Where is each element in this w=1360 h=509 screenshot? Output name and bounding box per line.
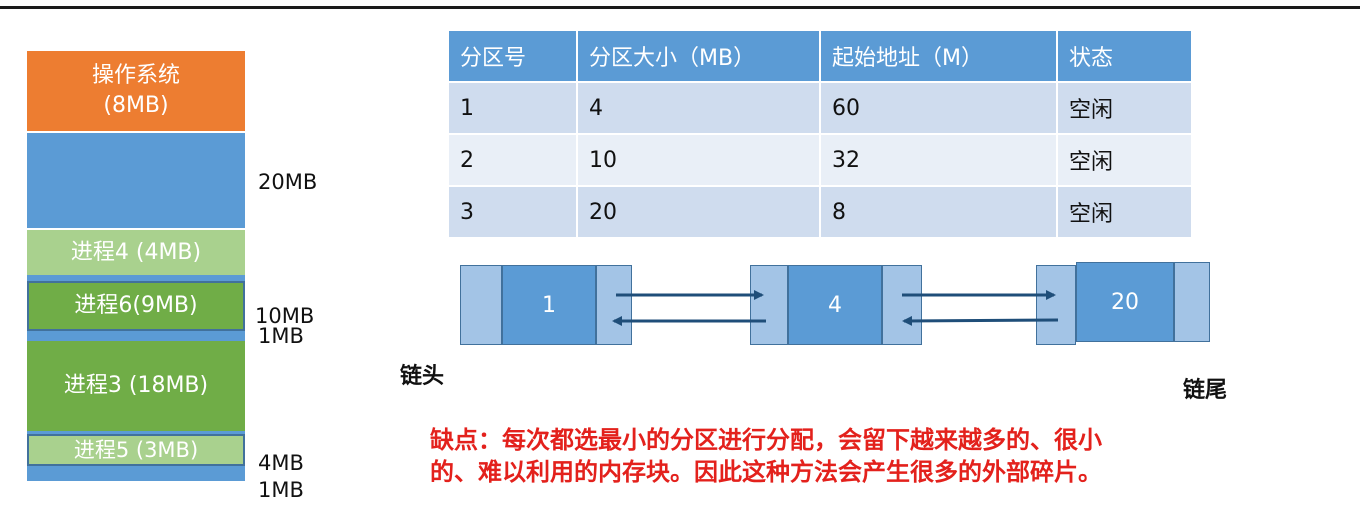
process4-label: 进程4 (4MB) (70, 239, 202, 265)
memory-block-process3: 进程3 (18MB) (27, 341, 245, 431)
list-node-1-next-pointer (596, 265, 632, 345)
memory-block-process6: 进程6(9MB) (27, 281, 245, 331)
cell-partition-no: 3 (449, 185, 578, 237)
table-row: 1 4 60 空闲 (449, 81, 1193, 134)
cell-start-address: 32 (820, 133, 1058, 186)
list-node-2-next-pointer (882, 265, 922, 345)
top-divider-line (0, 6, 1360, 9)
table-row: 3 20 8 空闲 (449, 185, 1193, 237)
memory-block-free-20mb (27, 133, 245, 228)
list-node-3-value: 20 (1111, 289, 1139, 315)
memory-block-free-1mb-a (27, 335, 245, 341)
cell-status: 空闲 (1057, 185, 1193, 237)
cell-status: 空闲 (1057, 81, 1193, 134)
size-label-10mb: 10MB (255, 304, 315, 328)
list-node-2-value: 4 (828, 292, 842, 318)
table-header-row: 分区号 分区大小（MB） 起始地址（M） 状态 (449, 31, 1193, 82)
list-head-label: 链头 (400, 364, 445, 389)
cell-partition-size: 4 (577, 81, 821, 134)
free-partition-table: 分区号 分区大小（MB） 起始地址（M） 状态 1 4 60 空闲 2 10 3… (449, 31, 1193, 237)
list-node-1-value: 1 (542, 292, 556, 318)
cell-partition-no: 2 (449, 133, 578, 186)
memory-block-process5: 进程5 (3MB) (27, 434, 245, 466)
header-start-address: 起始地址（M） (820, 31, 1058, 82)
header-partition-size: 分区大小（MB） (577, 31, 821, 82)
os-label: 操作系统 (91, 63, 180, 88)
list-node-1-prev-pointer (460, 265, 502, 345)
size-label-1mb-a: 1MB (258, 324, 304, 348)
size-label-1mb-b: 1MB (258, 478, 304, 502)
table-row: 2 10 32 空闲 (449, 133, 1193, 186)
size-label-4mb: 4MB (258, 451, 304, 475)
cell-start-address: 8 (820, 185, 1058, 237)
process6-label: 进程6(9MB) (74, 293, 198, 318)
arrow-node3-to-node2 (902, 315, 1059, 326)
cell-partition-size: 20 (577, 185, 821, 237)
list-node-2: 4 (788, 265, 882, 345)
size-label-20mb: 20MB (258, 170, 318, 194)
memory-block-os: 操作系统 (8MB) (27, 51, 245, 131)
cell-partition-size: 10 (577, 133, 821, 186)
drawback-note-line1: 缺点：每次都选最小的分区进行分配，会留下越来越多的、很小 (430, 426, 1102, 454)
header-status: 状态 (1057, 31, 1193, 82)
cell-status: 空闲 (1057, 133, 1193, 186)
process5-label: 进程5 (3MB) (73, 438, 199, 462)
process3-label: 进程3 (18MB) (63, 373, 209, 398)
memory-block-process4: 进程4 (4MB) (27, 230, 245, 275)
header-partition-no: 分区号 (449, 31, 578, 82)
list-tail-label: 链尾 (1183, 378, 1228, 403)
list-node-2-prev-pointer (750, 265, 788, 345)
os-size-label: (8MB) (103, 93, 169, 118)
list-node-3-prev-pointer (1036, 265, 1076, 345)
cell-partition-no: 1 (449, 81, 578, 134)
list-node-3: 20 (1076, 262, 1174, 342)
drawback-note-line2: 的、难以利用的内存块。因此这种方法会产生很多的外部碎片。 (430, 458, 1102, 486)
list-node-1: 1 (502, 265, 596, 345)
cell-start-address: 60 (820, 81, 1058, 134)
list-node-3-next-pointer (1174, 262, 1210, 342)
